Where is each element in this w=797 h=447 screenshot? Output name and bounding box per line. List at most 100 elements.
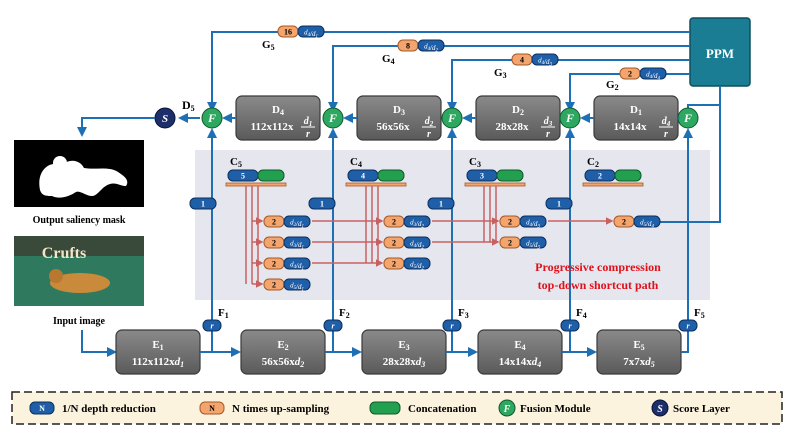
- svg-text:r: r: [450, 322, 454, 331]
- score-layer: S: [154, 107, 176, 129]
- decoder-d4: D4 112x112x d1r: [235, 95, 321, 141]
- f3-label: F3: [458, 307, 469, 320]
- path-caption-line1: Progressive compression: [535, 260, 661, 274]
- shortcut-c3-block: 2 d5/d3: [499, 236, 547, 251]
- svg-text:14x14x: 14x14x: [614, 121, 648, 133]
- encoder-e5: E5 7x7xd5: [596, 329, 682, 375]
- svg-text:F: F: [447, 111, 456, 125]
- svg-text:2: 2: [598, 172, 602, 181]
- svg-text:N times up-sampling: N times up-sampling: [232, 403, 330, 415]
- svg-text:r: r: [546, 129, 550, 140]
- svg-text:112x112xd1: 112x112xd1: [132, 356, 184, 369]
- legend-concatenation: Concatenation: [369, 401, 476, 415]
- svg-text:E4: E4: [514, 339, 525, 352]
- svg-text:N: N: [209, 404, 215, 413]
- svg-text:1/N depth reduction: 1/N depth reduction: [62, 403, 156, 415]
- r-block-1: r: [202, 319, 222, 332]
- g4-path: [328, 45, 690, 112]
- f5-label: F5: [694, 307, 705, 320]
- fusion-module-1: F: [201, 107, 223, 129]
- svg-text:E3: E3: [398, 339, 409, 352]
- r-block-2: r: [323, 319, 343, 332]
- f4-label: F4: [576, 307, 587, 320]
- svg-text:E5: E5: [633, 339, 644, 352]
- svg-text:C3: C3: [469, 156, 481, 169]
- svg-text:2: 2: [392, 218, 396, 227]
- path-caption-line2: top-down shortcut path: [538, 278, 659, 292]
- svg-text:7x7xd5: 7x7xd5: [623, 356, 655, 369]
- f2-label: F2: [339, 307, 350, 320]
- g5-path: [207, 31, 690, 112]
- g3-label: G3: [494, 67, 507, 80]
- ppm-to-d1-path: [687, 86, 721, 110]
- svg-text:D4: D4: [272, 104, 284, 117]
- svg-text:S: S: [657, 404, 663, 415]
- svg-text:14x14xd4: 14x14xd4: [499, 356, 542, 369]
- svg-text:Input image: Input image: [53, 316, 106, 327]
- svg-text:2: 2: [272, 239, 276, 248]
- svg-text:r: r: [331, 322, 335, 331]
- svg-text:d5/d3: d5/d3: [526, 240, 540, 251]
- score-to-output-arrow: [77, 117, 155, 137]
- svg-text:r: r: [427, 129, 431, 140]
- svg-text:1: 1: [557, 200, 561, 209]
- svg-text:16: 16: [284, 28, 292, 37]
- svg-text:d5/d2: d5/d2: [410, 261, 424, 272]
- svg-text:Fusion Module: Fusion Module: [520, 403, 591, 415]
- svg-text:d3: d3: [544, 116, 553, 128]
- output-saliency-mask: Output saliency mask: [14, 140, 144, 226]
- svg-text:C2: C2: [587, 156, 599, 169]
- svg-text:2: 2: [628, 70, 632, 79]
- svg-text:r: r: [568, 322, 572, 331]
- g2-label: G2: [606, 79, 619, 92]
- svg-text:d1: d1: [304, 116, 313, 128]
- fusion-module-4: F: [559, 107, 581, 129]
- svg-text:r: r: [664, 129, 668, 140]
- svg-text:1: 1: [439, 200, 443, 209]
- svg-text:2: 2: [392, 239, 396, 248]
- depth-block-one: 1: [308, 197, 336, 210]
- fusion-module-2: F: [322, 107, 344, 129]
- svg-text:d2: d2: [425, 116, 434, 128]
- r-block-3: r: [442, 319, 462, 332]
- f1-label: F1: [218, 307, 229, 320]
- svg-text:Output saliency mask: Output saliency mask: [33, 215, 126, 226]
- svg-text:F: F: [207, 111, 216, 125]
- svg-text:d2/d1: d2/d1: [290, 219, 304, 230]
- svg-text:d4/d4: d4/d4: [646, 71, 660, 82]
- f5-path: [681, 128, 693, 353]
- svg-text:112x112x: 112x112x: [251, 121, 294, 133]
- svg-text:1: 1: [201, 200, 205, 209]
- svg-text:d4: d4: [662, 116, 671, 128]
- ppm-to-c2-path: [638, 86, 721, 227]
- ppm-module: PPM: [689, 17, 751, 87]
- encoder-e4: E4 14x14xd4: [477, 329, 597, 375]
- g5-label: G5: [262, 39, 275, 52]
- svg-text:d4/d1: d4/d1: [290, 261, 304, 272]
- svg-text:Concatenation: Concatenation: [408, 403, 476, 415]
- g4-label: G4: [382, 53, 395, 66]
- depth-block-one: 1: [189, 197, 217, 210]
- svg-text:2: 2: [508, 239, 512, 248]
- ppm-label: PPM: [706, 46, 734, 61]
- svg-text:r: r: [306, 129, 310, 140]
- legend-upsampling: N N times up-sampling: [199, 401, 330, 415]
- legend: N 1/N depth reduction N N times up-sampling…: [11, 391, 783, 425]
- svg-text:d4/d2: d4/d2: [424, 43, 438, 54]
